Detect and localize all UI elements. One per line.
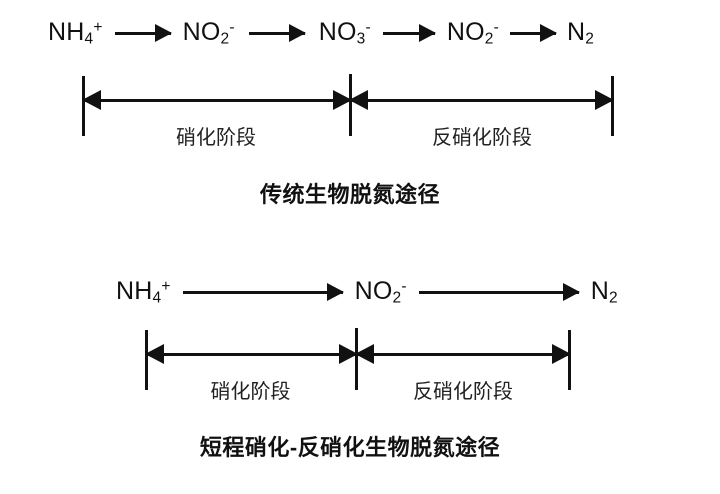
stage-label-nitrification: 硝化阶段 (176, 127, 256, 149)
reaction-arrow (248, 24, 306, 43)
span-arrow-nitrification (145, 344, 358, 365)
species-nh4: NH4+ (116, 277, 171, 307)
reaction-arrow (418, 283, 580, 302)
reaction-arrow (182, 283, 344, 302)
stage-label-denitrification: 反硝化阶段 (413, 381, 513, 403)
reaction-chain-shortcut: NH4+ NO2- N2 (116, 279, 618, 306)
stage-label-denitrification: 反硝化阶段 (432, 127, 532, 149)
span-arrow-denitrification (349, 90, 614, 111)
reaction-arrow (114, 24, 172, 43)
span-arrow-denitrification (355, 344, 571, 365)
species-no2: NO2- (182, 18, 235, 48)
species-no3: NO3- (318, 18, 371, 48)
species-n2: N2 (566, 18, 595, 48)
diagram-caption-conventional: 传统生物脱氮途径 (259, 182, 440, 207)
species-n2: N2 (590, 277, 618, 307)
stage-label-nitrification: 硝化阶段 (210, 381, 291, 403)
species-no2: NO2- (354, 277, 407, 307)
species-nh4: NH4+ (48, 18, 103, 48)
species-no2: NO2- (446, 18, 499, 48)
reaction-chain-conventional: NH4+ NO2- NO3- NO2- N2 (48, 20, 594, 47)
reaction-arrow (382, 24, 436, 43)
reaction-arrow (509, 24, 557, 43)
span-arrow-nitrification (82, 90, 352, 111)
diagram-caption-shortcut: 短程硝化-反硝化生物脱氮途径 (199, 435, 501, 460)
